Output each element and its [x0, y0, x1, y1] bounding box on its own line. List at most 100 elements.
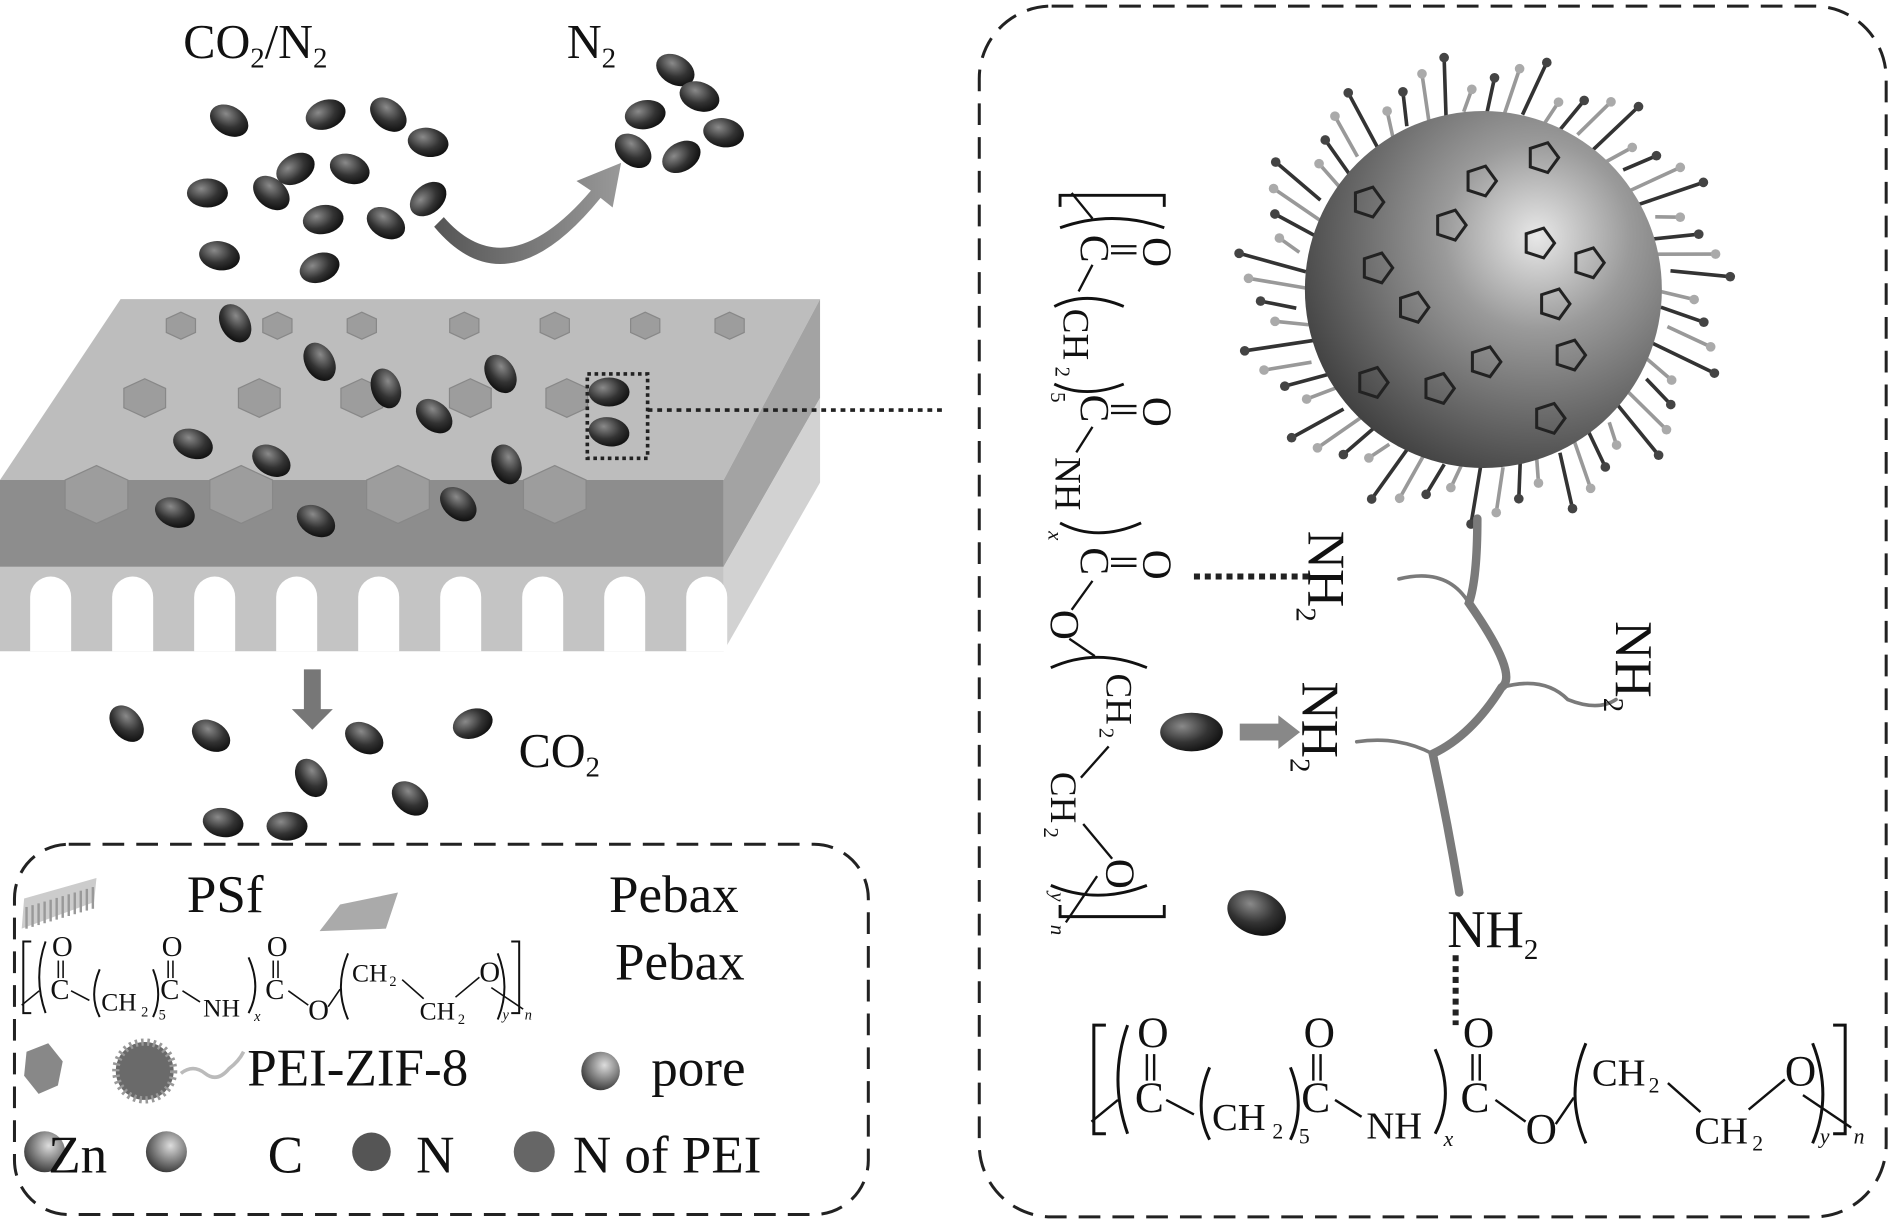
gas-molecule [662, 140, 701, 174]
gas-molecule [345, 721, 384, 755]
formula-oxygen: O [1133, 237, 1179, 267]
curved-arrow-icon [434, 162, 622, 265]
nh2-label-upper: NH2 [1289, 531, 1354, 622]
gas-molecule [391, 781, 429, 816]
formula-oxygen: O [1785, 1047, 1816, 1095]
zif-particle [714, 311, 745, 340]
formula-carbon: C [1460, 1074, 1489, 1122]
legend-psf: PSf [187, 866, 264, 924]
zoom-region-box [585, 372, 650, 461]
zif-particle [346, 311, 377, 340]
pei-chain-icon [179, 1050, 246, 1080]
psf-pore [358, 576, 400, 652]
gas-molecule [370, 368, 402, 409]
gas-molecule [407, 127, 449, 158]
formula-subscript-2: 2 [1039, 827, 1063, 837]
membrane-side-face [723, 299, 821, 567]
gas-molecule [614, 133, 652, 169]
zn-atom-icon [24, 1131, 66, 1173]
formula-ch: CH [1055, 309, 1096, 360]
legend-pei-zif8: PEI-ZIF-8 [247, 1039, 468, 1097]
formula-carbon: C [265, 974, 284, 1006]
gas-molecule [484, 354, 517, 394]
legend-pebax-layer: Pebax [609, 866, 739, 924]
formula-subscript-5: 5 [159, 1007, 166, 1023]
pebax-layer-icon [319, 892, 398, 932]
formula-ch: CH [101, 988, 136, 1017]
formula-carbon: C [1135, 1074, 1164, 1122]
formula-subscript-x: x [1043, 530, 1067, 541]
gas-molecule [266, 811, 308, 841]
legend-zn: Zn [48, 1126, 107, 1184]
formula-subscript-2: 2 [1272, 1120, 1283, 1144]
gas-molecule [679, 81, 720, 112]
gas-molecule [452, 708, 493, 739]
formula-subscript-2: 2 [1752, 1132, 1763, 1156]
membrane-top-face [0, 299, 821, 481]
formula-oxygen: O [1096, 859, 1142, 889]
formula-ch: CH [1042, 772, 1083, 823]
gas-molecule [409, 181, 447, 217]
pei-chain [1354, 514, 1618, 897]
gas-molecule [440, 486, 477, 522]
formula-subscript-2: 2 [1649, 1074, 1660, 1098]
formula-carbon: C [1071, 235, 1117, 263]
gas-molecule [415, 398, 453, 434]
c-atom-icon [145, 1131, 187, 1173]
zif8-core-sphere [1304, 111, 1662, 468]
zif-particle [123, 378, 167, 418]
gas-molecule [296, 504, 336, 538]
gas-molecule [252, 444, 291, 477]
psf-pore [30, 576, 72, 652]
formula-oxygen: O [1137, 1009, 1168, 1057]
legend-n-of-pei: N of PEI [573, 1126, 762, 1184]
legend-n: N [416, 1126, 454, 1184]
formula-subscript-x: x [253, 1009, 261, 1025]
formula-carbon: C [1301, 1074, 1330, 1122]
zif-particle [448, 378, 492, 418]
gas-molecule [253, 175, 290, 211]
gas-molecule [588, 377, 630, 407]
formula-ch: CH [1212, 1097, 1266, 1139]
formula-nh: NH [1366, 1106, 1422, 1148]
gas-molecule [191, 719, 231, 752]
gas-molecule [703, 118, 744, 148]
pei-zif-particle-icon [112, 1038, 178, 1104]
zif-particle [165, 311, 197, 340]
formula-carbon: C [50, 974, 69, 1006]
co2-molecule [1160, 712, 1223, 752]
psf-pore [112, 576, 154, 652]
gas-molecule [302, 204, 344, 235]
formula-oxygen: O [479, 956, 500, 988]
psf-pore [686, 576, 728, 652]
zif-particle-icon [24, 1043, 63, 1094]
psf-pore [440, 576, 482, 652]
gas-molecule [588, 417, 630, 447]
formula-subscript-n: n [1854, 1124, 1865, 1148]
formula-subscript-5: 5 [1299, 1124, 1310, 1148]
formula-subscript-5: 5 [1046, 392, 1070, 402]
gas-molecule [305, 99, 346, 130]
psf-pore [522, 576, 564, 652]
membrane-assembly [0, 299, 947, 652]
formula-subscript-n: n [525, 1007, 532, 1023]
zif-particle [262, 311, 293, 340]
formula-subscript-2: 2 [389, 974, 396, 990]
formula-subscript-2: 2 [458, 1012, 465, 1028]
formula-oxygen: O [1133, 397, 1179, 427]
zif-particle [237, 378, 281, 418]
formula-nh: NH [203, 993, 240, 1022]
formula-ch: CH [1097, 673, 1138, 724]
psf-pores [30, 576, 728, 652]
formula-ch: CH [1694, 1110, 1748, 1152]
gas-molecule [109, 705, 144, 742]
n2-molecule [1227, 890, 1286, 936]
gas-molecule [329, 153, 370, 185]
formula-oxygen: O [1304, 1009, 1335, 1057]
psf-pore [194, 576, 236, 652]
gas-molecule [154, 497, 195, 528]
